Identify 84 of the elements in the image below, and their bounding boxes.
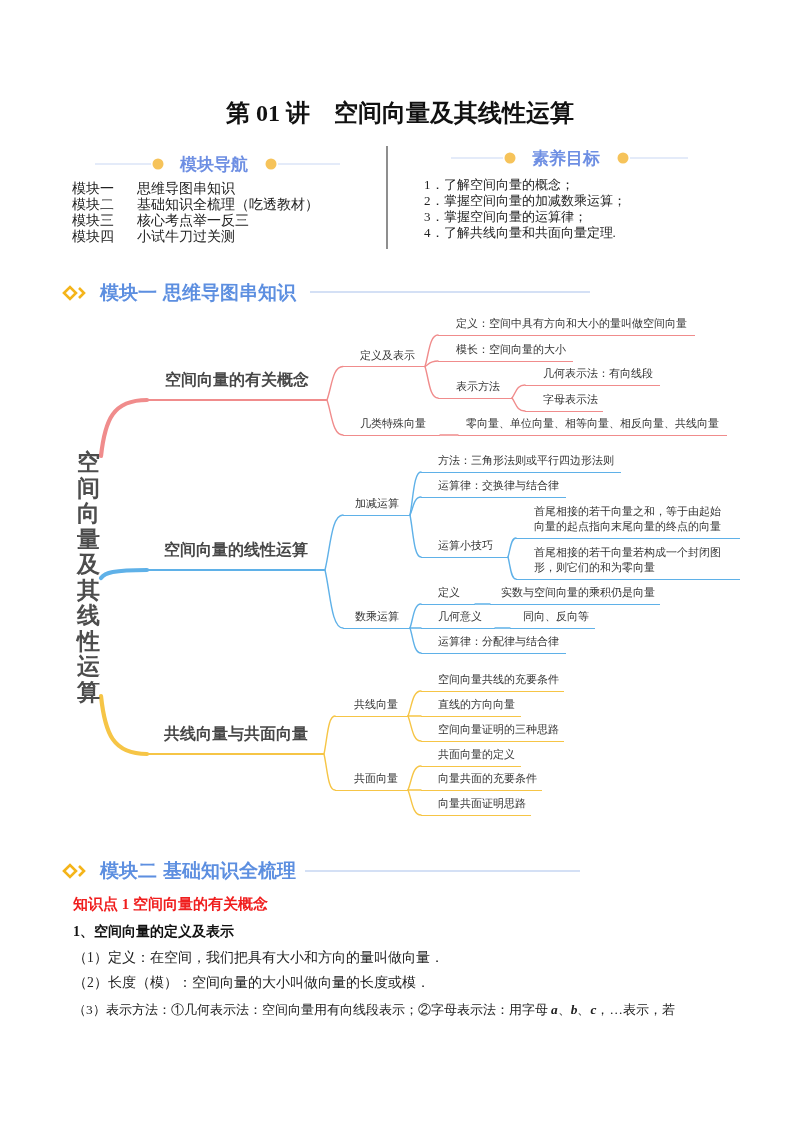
branch-line: [507, 556, 517, 580]
branch-line: [409, 514, 422, 558]
body-text: （2）长度（模）：空间向量的大小叫做向量的长度或模．: [73, 974, 430, 992]
subtopic: 表示方法: [438, 380, 512, 399]
page-title: 第 01 讲 空间向量及其线性运算: [226, 98, 574, 128]
main-topic: 共线向量与共面向量: [147, 724, 324, 755]
vertical-title: 空间向量及其线性运算: [76, 450, 101, 705]
section-heading: 素养目标: [532, 147, 600, 169]
main-topic: 空间向量的线性运算: [147, 540, 325, 571]
subtopic: 加减运算: [343, 497, 410, 516]
branch-line: [324, 514, 344, 571]
list-item: 模块一: [72, 180, 114, 197]
branch-line: [439, 434, 459, 436]
subtopic: 几何表示法：有向线段: [525, 367, 660, 386]
list-item: 思维导图串知识: [137, 180, 235, 197]
branch-line: [409, 496, 422, 516]
branch-line: [323, 753, 336, 791]
branch-line: [407, 715, 422, 742]
subtopic: 运算小技巧: [421, 539, 508, 558]
list-item: 4．了解共线向量和共面向量定理.: [424, 223, 616, 241]
subtopic: 共面向量的定义: [421, 748, 521, 767]
branch-line: [98, 567, 150, 581]
subtopic: 运算律：分配律与结合律: [421, 635, 566, 654]
subtopic: 模长：空间向量的大小: [438, 343, 573, 362]
list-item: 核心考点举一反三: [137, 212, 249, 229]
branch-line: [326, 365, 344, 401]
list-item: 基础知识全梳理（吃透教材）: [137, 196, 319, 213]
subsection-heading: 1、空间向量的定义及表示: [73, 923, 234, 941]
subtopic: 同向、反向等: [510, 610, 595, 629]
branch-line: [494, 627, 511, 629]
subtopic: 零向量、单位向量、相等向量、相反向量、共线向量: [458, 417, 727, 436]
branch-line: [511, 384, 526, 399]
branch-line: [507, 537, 517, 558]
branch-line: [407, 690, 422, 717]
list-item: 模块三: [72, 212, 114, 229]
subtopic: 定义：空间中具有方向和大小的量叫做空间向量: [438, 317, 695, 336]
subtopic: 定义及表示: [343, 348, 425, 368]
subtopic: 几何意义: [421, 610, 495, 629]
subtopic: 方法：三角形法则或平行四边形法则: [421, 454, 621, 473]
subtopic: 字母表示法: [525, 393, 603, 412]
subtopic: 运算律：交换律与结合律: [421, 479, 566, 498]
subtopic: 空间向量证明的三种思路: [421, 723, 564, 742]
subtopic: 实数与空间向量的乘积仍是向量: [490, 586, 660, 605]
list-item: 1．了解空间向量的概念；: [424, 175, 574, 193]
subtopic: 直线的方向向量: [421, 698, 521, 717]
subtopic: 向量共面证明思路: [421, 797, 531, 816]
subtopic: 定义: [421, 586, 475, 605]
section-heading: 模块一 思维导图串知识: [100, 281, 297, 305]
section-heading: 模块导航: [180, 153, 248, 175]
body-text: （1）定义：在空间，我们把具有大小和方向的量叫做向量．: [73, 949, 444, 967]
branch-line: [424, 365, 439, 399]
branch-line: [407, 765, 422, 791]
subtopic: 空间向量共线的充要条件: [421, 673, 564, 692]
branch-line: [98, 397, 150, 459]
list-item: 模块二: [72, 196, 114, 213]
subtopic: 首尾相接的若干向量之和，等于由起始向量的起点指向末尾向量的终点的向量: [516, 504, 740, 539]
subtopic: 首尾相接的若干向量若构成一个封闭图形，则它们的和为零向量: [516, 545, 740, 580]
branch-line: [407, 789, 422, 791]
branch-line: [409, 627, 422, 654]
branch-line: [98, 693, 150, 757]
subsection-heading: 知识点 1 空间向量的有关概念: [73, 895, 268, 914]
subtopic: 几类特殊向量: [343, 417, 440, 436]
subtopic: 共面向量: [335, 772, 408, 791]
body-text: （3）表示方法：①几何表示法：空间向量用有向线段表示；②字母表示法：用字母 a、b、c，…表示，若: [73, 1000, 675, 1018]
list-item: 模块四: [72, 228, 114, 246]
branch-line: [424, 334, 439, 368]
subtopic: 数乘运算: [343, 610, 410, 629]
branch-line: [326, 399, 344, 436]
branch-line: [407, 789, 422, 816]
branch-line: [407, 715, 422, 717]
list-item: 2．掌握空间向量的加减数乘运算；: [424, 191, 626, 209]
list-item: 3．掌握空间向量的运算律；: [424, 207, 587, 225]
main-topic: 空间向量的有关概念: [147, 370, 327, 401]
branch-line: [324, 569, 344, 629]
subtopic: 向量共面的充要条件: [421, 772, 542, 791]
branch-line: [424, 360, 439, 368]
branch-line: [474, 603, 491, 605]
subtopic: 共线向量: [335, 698, 408, 717]
branch-line: [323, 715, 336, 755]
branch-line: [511, 397, 526, 412]
branch-line: [409, 603, 422, 629]
section-heading: 模块二 基础知识全梳理: [100, 859, 297, 883]
branch-line: [409, 627, 422, 629]
list-item: 小试牛刀过关测: [137, 228, 235, 246]
